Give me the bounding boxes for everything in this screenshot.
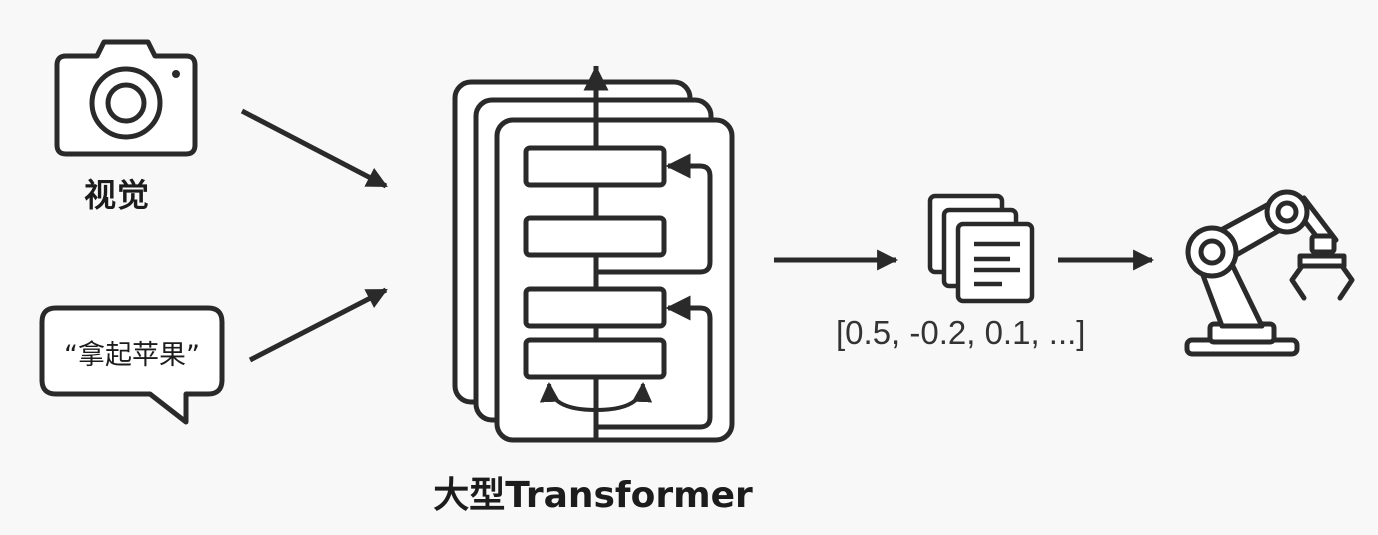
residual-connection-lower: [596, 295, 713, 430]
document-stack-icon: [927, 193, 1035, 304]
robot-arm-icon: [1184, 189, 1355, 357]
layer-block-3: [523, 286, 667, 329]
layer-block-4: [523, 337, 667, 380]
residual-connection-upper: [596, 153, 713, 275]
model-label: 大型Transformer: [433, 475, 753, 516]
layer-block-1: [523, 145, 667, 188]
camera-icon: [54, 39, 198, 157]
vision-arrow: [240, 108, 388, 189]
instruction-text: “拿起苹果”: [64, 340, 200, 371]
vision-label: 视觉: [84, 176, 151, 214]
layer-block-2: [523, 215, 667, 258]
action-vector-label: [0.5, -0.2, 0.1, ...]: [836, 314, 1086, 351]
speech-bubble-icon: [39, 305, 225, 425]
transformer-stack-icon: [452, 65, 735, 443]
instruction-arrow: [248, 287, 388, 363]
